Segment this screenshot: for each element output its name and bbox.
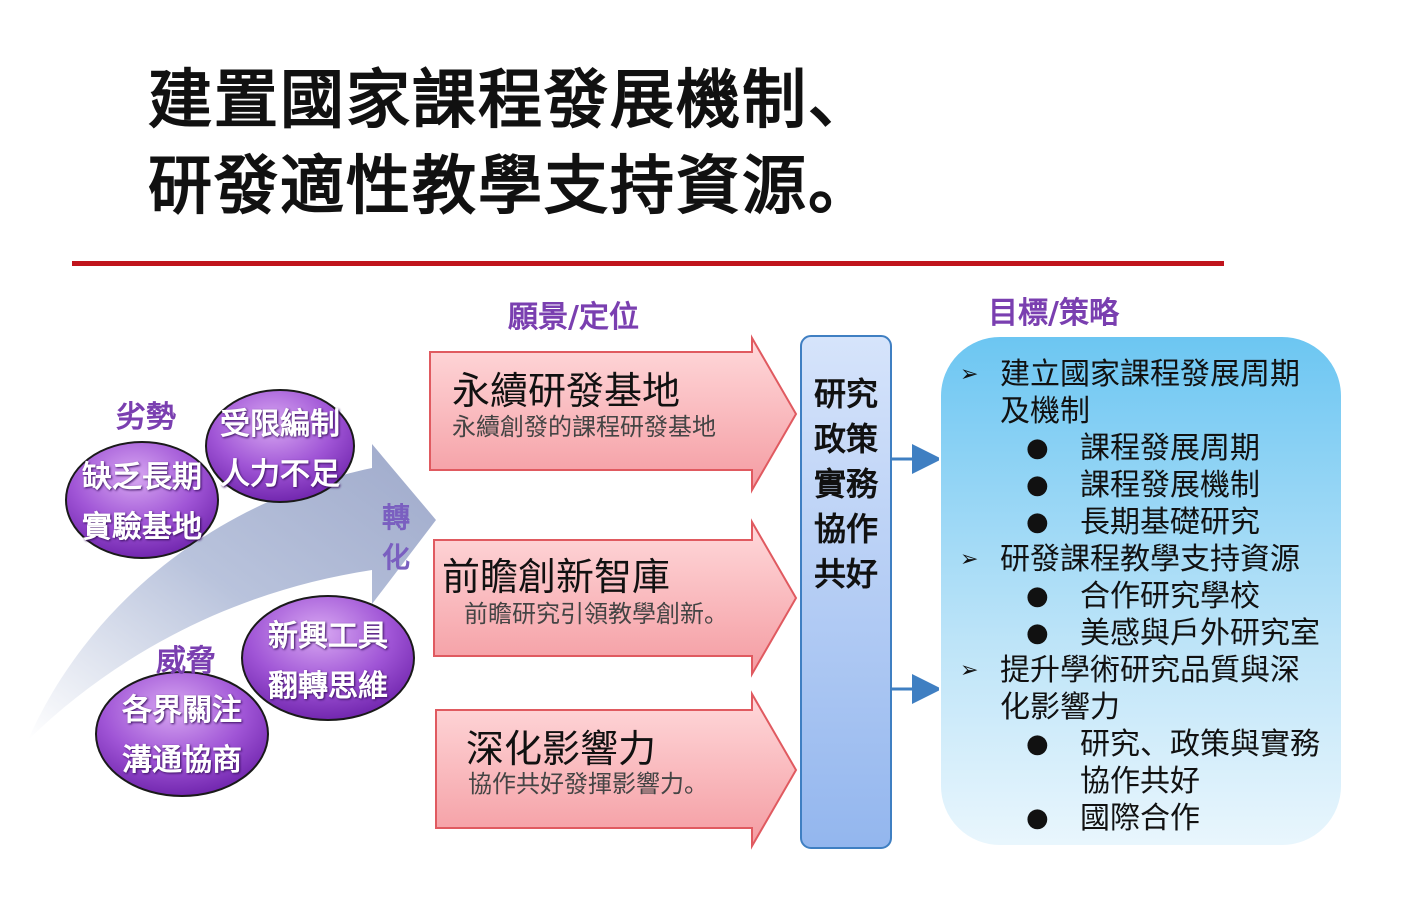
goal-sub-item: ●課程發展周期 [1026, 431, 1260, 466]
goal-sub-item: ●長期基礎研究 [1026, 505, 1260, 540]
threat-label: 威脅 [156, 644, 216, 679]
title-divider [72, 261, 1224, 266]
dot-bullet-icon: ● [1026, 803, 1049, 833]
dot-bullet-icon: ● [1026, 729, 1049, 759]
bubble-new-tools [241, 595, 415, 721]
vision-3-subtitle: 協作共好發揮影響力。 [468, 770, 708, 798]
dot-bullet-icon: ● [1026, 433, 1049, 463]
goal-item-1: ➢ 建立國家課程發展周期及機制 [960, 357, 1300, 429]
goal-sub-item: ●研究、政策與實務協作共好 [1026, 727, 1320, 799]
weakness-label: 劣勢 [116, 400, 176, 435]
arrow-bullet-icon: ➢ [960, 658, 979, 683]
title-line-1: 建置國家課程發展機制、 [148, 64, 874, 138]
transform-label: 轉化 [381, 501, 410, 574]
title-line-2: 研發適性教學支持資源。 [148, 150, 874, 224]
pillar-text: 研究政策實務協作共好 [813, 375, 878, 593]
goals-box [939, 335, 1343, 847]
pillar-box [800, 335, 892, 849]
vision-arrow-1 [429, 334, 798, 494]
bubble-public-attention [95, 671, 269, 797]
bubble-lack-base-text: 缺乏長期 實驗基地 [82, 460, 202, 545]
arrow-bullet-icon: ➢ [960, 547, 979, 572]
vision-2-subtitle: 前瞻研究引領教學創新。 [464, 600, 728, 628]
page-title: 建置國家課程發展機制、 研發適性教學支持資源。 [148, 58, 874, 230]
vision-1-subtitle: 永續創發的課程研發基地 [452, 413, 716, 441]
goals-heading: 目標/策略 [988, 296, 1119, 331]
bubble-limited-staff [205, 389, 355, 503]
vision-heading: 願景/定位 [508, 300, 639, 335]
goal-item-2: ➢ 研發課程教學支持資源 [960, 542, 1300, 577]
goal-sub-item: ●國際合作 [1026, 801, 1200, 836]
vision-arrow-3 [435, 690, 798, 850]
vision-arrow-2 [433, 518, 798, 678]
bubble-limited-staff-text: 受限編制 人力不足 [220, 407, 340, 492]
goal-sub-item: ●合作研究學校 [1026, 579, 1260, 614]
goal-item-3: ➢ 提升學術研究品質與深化影響力 [960, 653, 1300, 725]
dot-bullet-icon: ● [1026, 470, 1049, 500]
dot-bullet-icon: ● [1026, 581, 1049, 611]
bubble-lack-experimental-base [65, 441, 219, 559]
goal-sub-item: ●課程發展機制 [1026, 468, 1260, 503]
goals-list: ➢ 建立國家課程發展周期及機制 ●課程發展周期 ●課程發展機制 ●長期基礎研究 … [960, 356, 1330, 837]
dot-bullet-icon: ● [1026, 618, 1049, 648]
transform-curved-arrow [28, 444, 436, 740]
bubble-new-tools-text: 新興工具 翻轉思維 [268, 619, 388, 704]
vision-3-title: 深化影響力 [466, 727, 657, 771]
goal-sub-item: ●美感與戶外研究室 [1026, 616, 1320, 651]
dot-bullet-icon: ● [1026, 507, 1049, 537]
bubble-public-attention-text: 各界關注 溝通協商 [122, 693, 242, 778]
vision-1-title: 永續研發基地 [452, 369, 681, 413]
vision-2-title: 前瞻創新智庫 [442, 555, 671, 599]
arrow-bullet-icon: ➢ [960, 362, 979, 387]
